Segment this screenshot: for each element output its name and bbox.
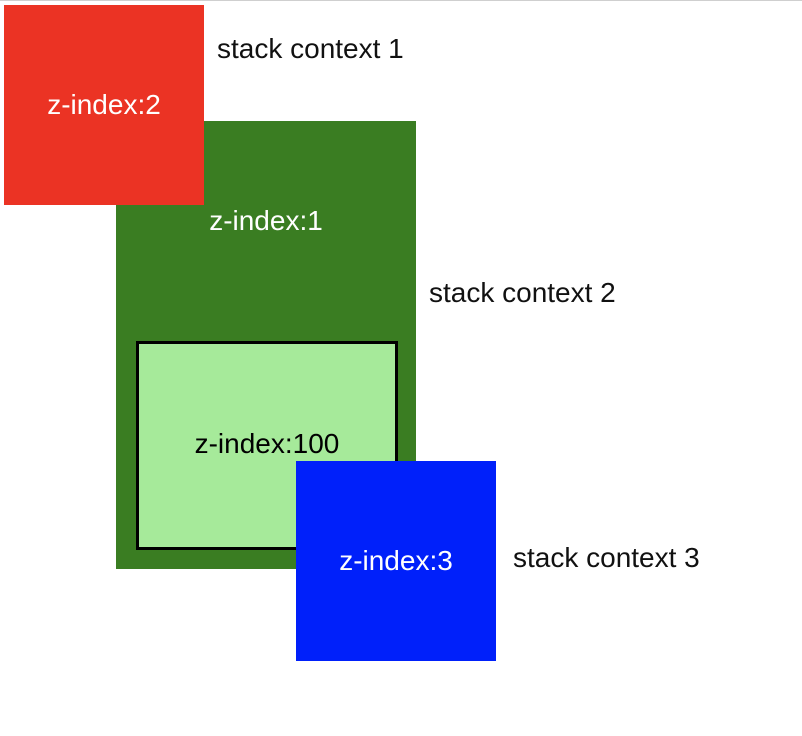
blue-box-z3: z-index:3 bbox=[296, 461, 496, 661]
caption-stack-context-1: stack context 1 bbox=[217, 33, 404, 64]
green-box-label: z-index:1 bbox=[209, 205, 323, 236]
caption-stack-context-2: stack context 2 bbox=[429, 277, 616, 308]
green-box-z1: z-index:1 z-index:100 bbox=[116, 121, 416, 569]
blue-box-label: z-index:3 bbox=[339, 545, 453, 576]
caption-stack-context-3: stack context 3 bbox=[513, 542, 700, 573]
red-box-z2: z-index:2 bbox=[4, 5, 204, 205]
red-box-label: z-index:2 bbox=[47, 89, 161, 120]
inner-box-label: z-index:100 bbox=[194, 428, 340, 459]
